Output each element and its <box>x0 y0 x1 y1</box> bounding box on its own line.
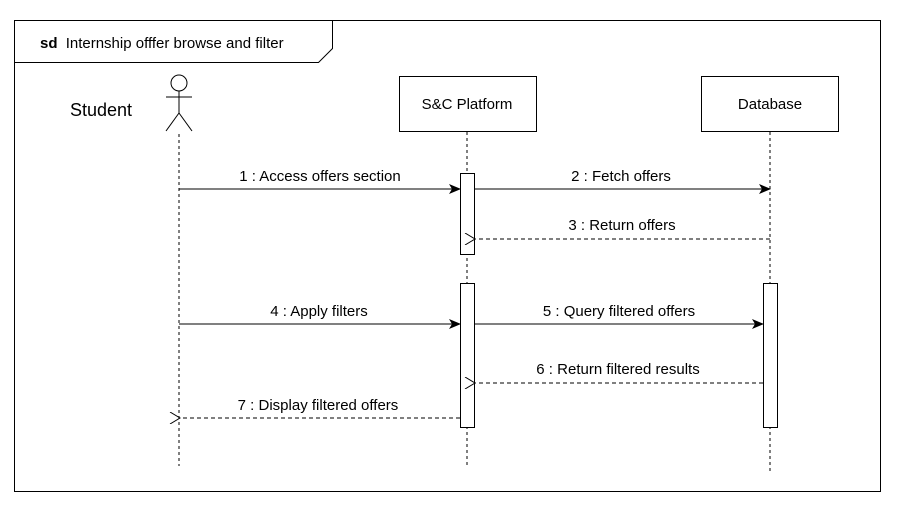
message-4-label: 4 : Apply filters <box>270 303 368 320</box>
message-5-label: 5 : Query filtered offers <box>543 303 695 320</box>
platform-activation-2 <box>460 283 475 428</box>
message-1-label: 1 : Access offers section <box>239 168 400 185</box>
student-actor-left-leg <box>165 112 180 132</box>
message-7-label: 7 : Display filtered offers <box>238 397 399 414</box>
database-box <box>701 76 839 132</box>
platform-box <box>399 76 537 132</box>
sd-frame-name: Internship offfer browse and filter <box>66 35 284 52</box>
sd-frame <box>14 20 881 492</box>
database-label: Database <box>738 96 802 113</box>
database-activation <box>763 283 778 428</box>
student-label: Student <box>70 100 132 120</box>
sd-frame-title: sd Internship offfer browse and filter <box>40 35 284 52</box>
message-3-label: 3 : Return offers <box>568 217 675 234</box>
student-actor-head <box>170 74 188 92</box>
student-actor <box>165 74 193 132</box>
message-2-label: 2 : Fetch offers <box>571 168 671 185</box>
sd-frame-title-tab <box>14 20 333 63</box>
sd-frame-keyword: sd <box>40 35 58 52</box>
student-actor-right-leg <box>178 112 193 132</box>
message-6-label: 6 : Return filtered results <box>536 361 699 378</box>
platform-activation-1 <box>460 173 475 255</box>
platform-label: S&C Platform <box>422 96 513 113</box>
